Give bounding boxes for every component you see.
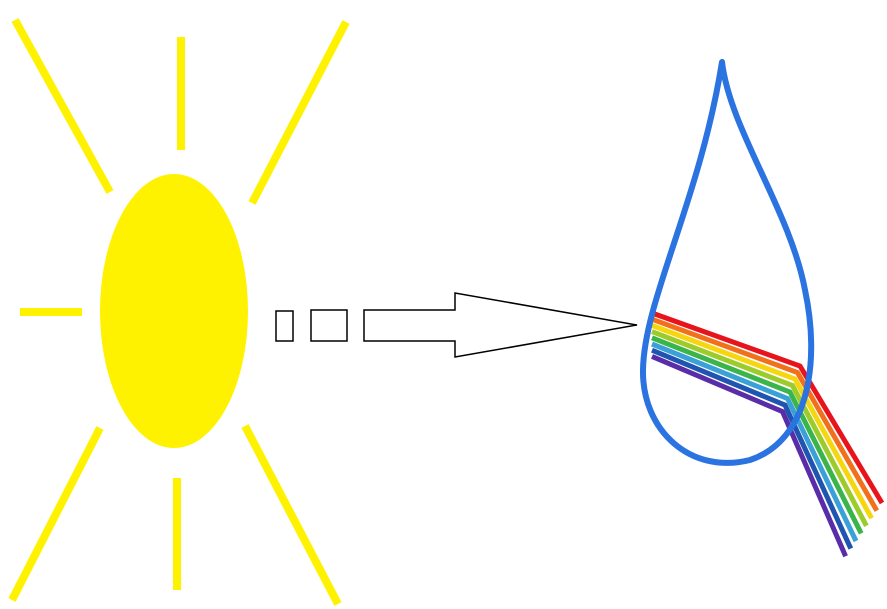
sun-ray — [15, 20, 110, 192]
sun-ray — [252, 22, 346, 203]
sun-icon — [12, 20, 346, 604]
rainbow-spectrum-icon — [652, 313, 882, 556]
arrow-head — [364, 293, 637, 357]
sun-body — [100, 174, 248, 448]
arrow-dash-medium — [311, 310, 347, 341]
arrow-dash-small — [276, 311, 293, 341]
sun-ray — [12, 428, 100, 600]
sun-ray — [245, 426, 338, 604]
arrow-right-icon — [276, 293, 637, 357]
